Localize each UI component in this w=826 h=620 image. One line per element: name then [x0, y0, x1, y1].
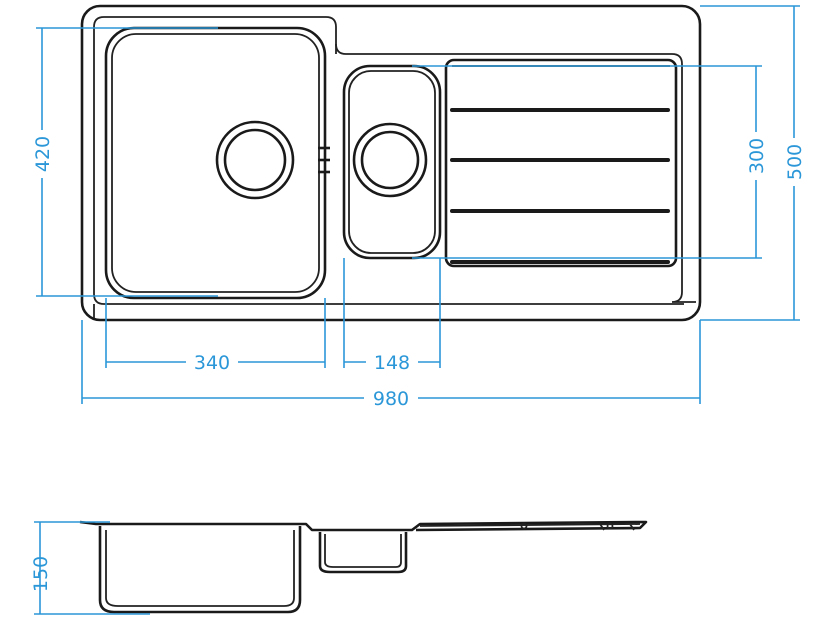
dim-label-main-bowl-depth: 420	[32, 136, 54, 172]
side-rim	[79, 520, 648, 532]
side-tap-hole	[606, 522, 614, 530]
side-tap-hole	[520, 522, 528, 530]
dim-label-main-bowl-width: 340	[194, 352, 230, 374]
side-main-bowl-inner	[105, 530, 295, 607]
half-bowl-inner	[348, 70, 436, 254]
half-drain-outer	[352, 122, 428, 198]
top-view	[80, 4, 702, 322]
main-drain-outer	[215, 120, 295, 200]
drainer-board	[444, 58, 678, 268]
dim-label-overall-depth: 500	[784, 144, 806, 180]
dim-label-half-bowl-width: 148	[374, 352, 410, 374]
half-bowl	[342, 64, 442, 260]
overflow-slots	[318, 146, 330, 174]
dim-label-half-bowl-depth: 300	[746, 138, 768, 174]
side-half-bowl-inner	[324, 534, 402, 568]
main-drain-inner	[223, 128, 287, 192]
side-half-bowl	[318, 532, 408, 574]
side-main-bowl	[98, 526, 302, 614]
dimension-lines	[36, 5, 800, 404]
side-view	[79, 520, 648, 614]
side-dimension-lines	[34, 521, 150, 615]
dim-label-bowl-height: 150	[30, 556, 52, 592]
side-drainer-edge	[419, 523, 641, 531]
dim-label-overall-width: 980	[373, 388, 409, 410]
half-drain-inner	[360, 130, 420, 190]
sink-rim-step	[93, 44, 337, 318]
sink-outer-rim	[80, 4, 702, 322]
main-bowl-inner	[111, 33, 320, 293]
sink-inner-ledge	[93, 16, 696, 305]
